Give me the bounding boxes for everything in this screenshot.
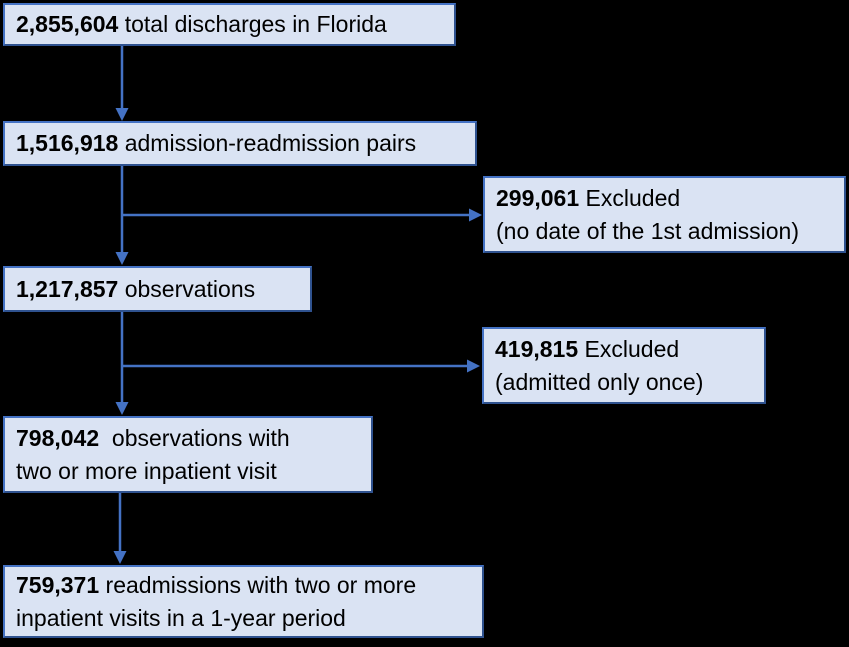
flow-box-text: 1,217,857 observations [16,273,255,306]
count-label: readmissions with two or more [99,572,417,598]
flow-box-excluded-admitted-once: 419,815 Excluded (admitted only once) [482,327,766,404]
flow-box-total-discharges: 2,855,604 total discharges in Florida [3,3,456,46]
flow-box-readmissions-final: 759,371 readmissions with two or more in… [3,565,484,638]
count-label: Excluded [578,336,680,362]
count-value: 1,516,918 [16,130,119,156]
count-label: observations [118,275,256,302]
count-value: 299,061 [496,185,580,211]
count-label: total discharges in Florida [118,11,387,37]
flow-box-excluded-no-date: 299,061 Excluded (no date of the 1st adm… [483,176,846,253]
flow-box-text: 419,815 Excluded [495,333,756,366]
count-value: 2,855,604 [16,11,119,37]
flow-box-observations: 1,217,857 observations [3,266,312,312]
count-label: observations with [99,425,290,451]
flow-box-text: 2,855,604 total discharges in Florida [16,8,387,41]
flow-box-text: 299,061 Excluded [496,182,836,215]
branch-arrow-excluded-admitted-once [122,359,480,373]
arrow-observations-to-two-or-more [115,312,129,415]
flow-box-text: 798,042 observations with [16,422,363,455]
count-value: 798,042 [16,425,100,451]
branch-arrow-excluded-no-date [122,208,482,222]
flow-box-observations-two-or-more: 798,042 observations with two or more in… [3,416,373,493]
count-value: 1,217,857 [16,275,119,302]
flow-box-text-line2: inpatient visits in a 1-year period [16,605,346,631]
arrow-discharges-to-pairs [115,46,129,121]
arrow-pairs-to-observations [115,166,129,265]
flow-box-text-line2: (admitted only once) [495,369,704,395]
arrow-two-or-more-to-readmissions [113,493,127,564]
count-value: 419,815 [495,336,579,362]
flow-box-text-line2: two or more inpatient visit [16,458,277,484]
flow-box-admission-readmission-pairs: 1,516,918 admission-readmission pairs [3,121,477,166]
flow-box-text: 1,516,918 admission-readmission pairs [16,127,416,160]
count-value: 759,371 [16,572,100,598]
flow-box-text: 759,371 readmissions with two or more [16,569,474,602]
count-label: admission-readmission pairs [118,130,417,156]
flow-box-text-line2: (no date of the 1st admission) [496,218,799,244]
count-label: Excluded [579,185,681,211]
